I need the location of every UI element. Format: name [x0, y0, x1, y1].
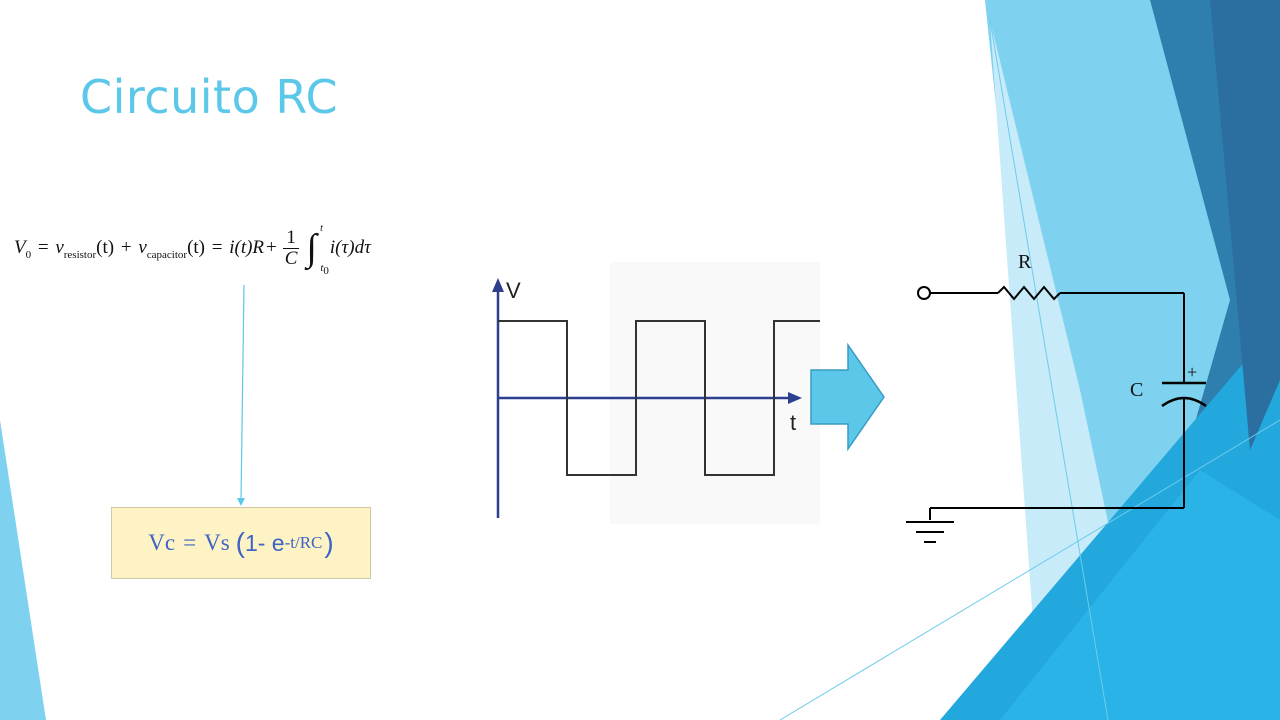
y-axis-label: V: [506, 278, 521, 303]
slide-title: Circuito RC: [80, 70, 339, 124]
rc-equation: V0 = vresistor(t) + vcapacitor(t) = i(t)…: [14, 223, 371, 278]
equation-v-capacitor: vcapacitor(t): [138, 236, 205, 261]
accent-line-2: [779, 419, 1280, 720]
capacitor-label: C: [1130, 379, 1143, 401]
resistor-label: R: [1018, 251, 1032, 273]
plus-sign-2: +: [266, 237, 277, 259]
equals-sign-2: =: [207, 237, 228, 259]
capacitor-plus-label: +: [1187, 362, 1197, 382]
x-axis-arrowhead: [788, 392, 802, 404]
x-axis-label: t: [790, 410, 796, 435]
y-axis-arrowhead: [492, 278, 504, 292]
square-wave-graph: V t: [492, 262, 820, 524]
equation-v-resistor: vresistor(t): [55, 236, 115, 261]
equals-sign: =: [33, 237, 54, 259]
left-accent-shape: [0, 420, 46, 720]
input-terminal: [917, 286, 931, 300]
scan-background: [610, 262, 820, 524]
right-panel-deep: [1210, 0, 1280, 450]
plus-sign: +: [116, 237, 137, 259]
accent-line-1: [989, 19, 1109, 720]
fraction-1-over-c: 1 C: [283, 227, 299, 269]
capacitor-voltage-formula: Vc = Vs ( 1- e -t/RC ): [111, 507, 371, 579]
square-wave-trace: [498, 320, 820, 476]
integral-sign: ∫ t t0: [306, 223, 329, 278]
rc-circuit-diagram: R C +: [906, 251, 1207, 543]
wave-axes: [492, 278, 802, 518]
right-panel-cyan: [1000, 470, 1280, 720]
equation-lhs: V0: [14, 236, 32, 261]
ground-icon: [906, 521, 954, 543]
integrand: i(τ)dτ: [329, 237, 371, 259]
resistor-symbol: [997, 285, 1061, 301]
equation-iR: i(t)R: [229, 237, 265, 259]
right-arrow-icon: [810, 342, 885, 452]
